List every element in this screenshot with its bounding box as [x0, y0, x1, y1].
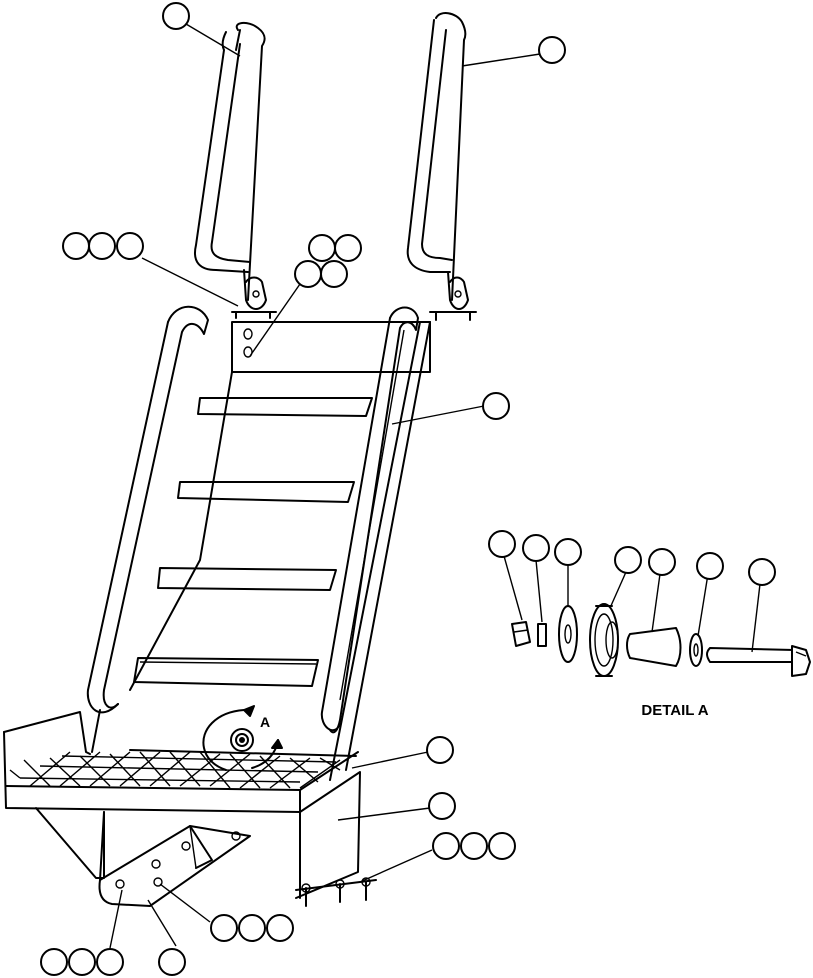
callout-balloon [334, 234, 362, 262]
ladder-frame [129, 321, 431, 781]
callout-balloon [96, 948, 124, 976]
right-ladder-handrail [320, 306, 419, 734]
platform-grating [9, 751, 341, 789]
callout-balloon [320, 260, 348, 288]
callout-balloon [482, 392, 510, 420]
callout-balloon [88, 232, 116, 260]
callout-balloon [614, 546, 642, 574]
callout-balloon [428, 792, 456, 820]
callout-balloon [648, 548, 676, 576]
callout-balloon [432, 832, 460, 860]
right-upper-handrail [406, 12, 477, 321]
callout-balloon [488, 530, 516, 558]
callout-balloons [40, 2, 776, 976]
detail-a-caption: DETAIL A [641, 702, 709, 719]
callout-balloon [538, 36, 566, 64]
callout-balloon [116, 232, 144, 260]
detail-a-parts [511, 603, 811, 677]
callout-balloon [68, 948, 96, 976]
platform [3, 711, 377, 907]
pivot-marker: A [202, 705, 283, 771]
callout-balloon [162, 2, 190, 30]
left-ladder-handrail [86, 305, 209, 753]
view-marker-label: A [260, 714, 270, 730]
callout-balloon [696, 552, 724, 580]
callout-balloon [294, 260, 322, 288]
callout-balloon [62, 232, 90, 260]
left-upper-handrail [194, 22, 277, 319]
callout-balloon [426, 736, 454, 764]
callout-balloon [40, 948, 68, 976]
callout-balloon [308, 234, 336, 262]
callout-balloon [266, 914, 294, 942]
callout-balloon [522, 534, 550, 562]
leader-lines [109, 23, 761, 949]
callout-balloon [158, 948, 186, 976]
callout-balloon [554, 538, 582, 566]
callout-balloon [488, 832, 516, 860]
callout-balloon [460, 832, 488, 860]
callout-balloon [238, 914, 266, 942]
callout-balloon [210, 914, 238, 942]
callout-balloon [748, 558, 776, 586]
